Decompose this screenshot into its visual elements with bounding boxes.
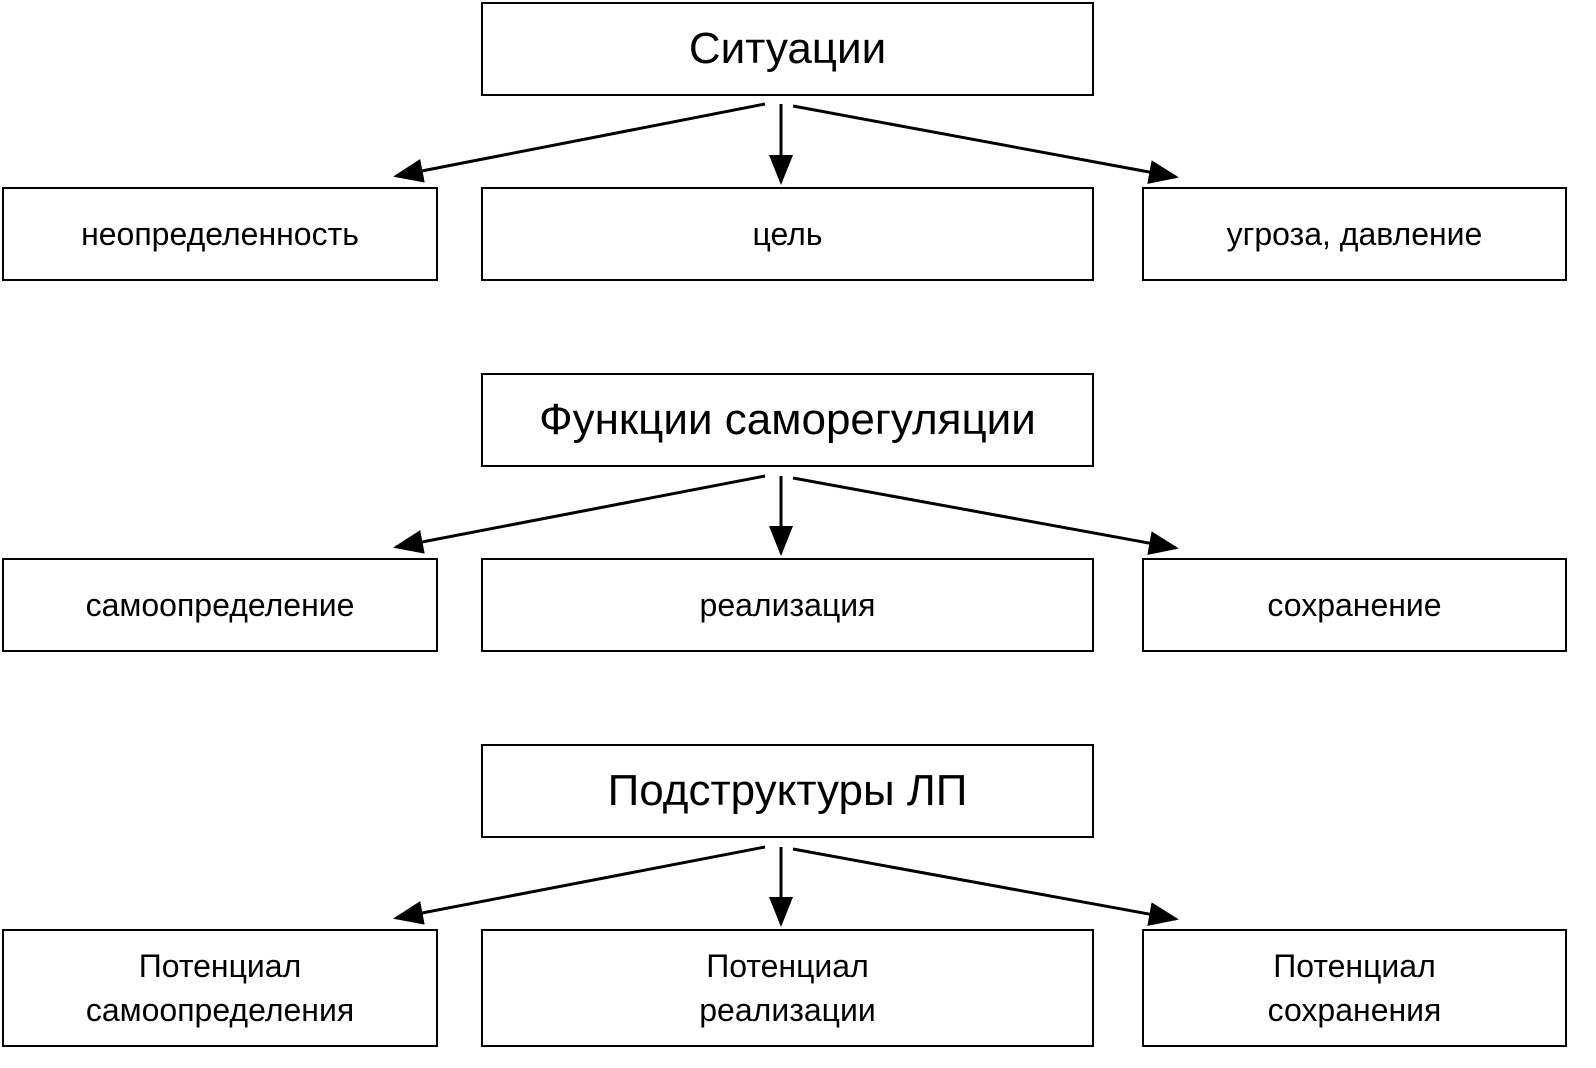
self-determination-box: самоопределение [2, 558, 438, 652]
uncertainty-box: неопределенность [2, 187, 438, 281]
preservation-box: сохранение [1142, 558, 1567, 652]
threat-box: угроза, давление [1142, 187, 1567, 281]
arrow-right-2 [792, 476, 1179, 555]
box-label: цель [752, 216, 823, 252]
arrow-left-1 [393, 102, 766, 183]
arrow-right-3 [792, 847, 1179, 926]
box-label: сохранение [1267, 587, 1442, 623]
box-label: реализация [699, 587, 876, 623]
potential-realization-box: Потенциал реализации [481, 929, 1094, 1047]
functions-box: Функции саморегуляции [481, 373, 1094, 467]
box-label-line1: Потенциал [138, 948, 302, 984]
box-title: Подструктуры ЛП [607, 766, 968, 815]
box-label: угроза, давление [1226, 216, 1483, 252]
box-label-line1: Потенциал [706, 948, 869, 984]
situations-box: Ситуации [481, 2, 1094, 96]
arrow-left-2 [393, 474, 766, 554]
box-label-line2: сохранения [1267, 992, 1442, 1028]
goal-box: цель [481, 187, 1094, 281]
realization-box: реализация [481, 558, 1094, 652]
potential-self-determination-box: Потенциал самоопределения [2, 929, 438, 1047]
box-label: неопределенность [81, 216, 359, 252]
potential-preservation-box: Потенциал сохранения [1142, 929, 1567, 1047]
box-title: Функции саморегуляции [539, 395, 1036, 444]
box-label-line2: самоопределения [85, 992, 355, 1028]
arrow-left-3 [393, 845, 766, 925]
box-label-line2: реализации [699, 992, 876, 1028]
box-label: самоопределение [85, 587, 355, 623]
arrow-right-1 [792, 104, 1179, 184]
box-label-line1: Потенциал [1273, 948, 1436, 984]
box-title: Ситуации [688, 24, 887, 73]
substructures-box: Подструктуры ЛП [481, 744, 1094, 838]
